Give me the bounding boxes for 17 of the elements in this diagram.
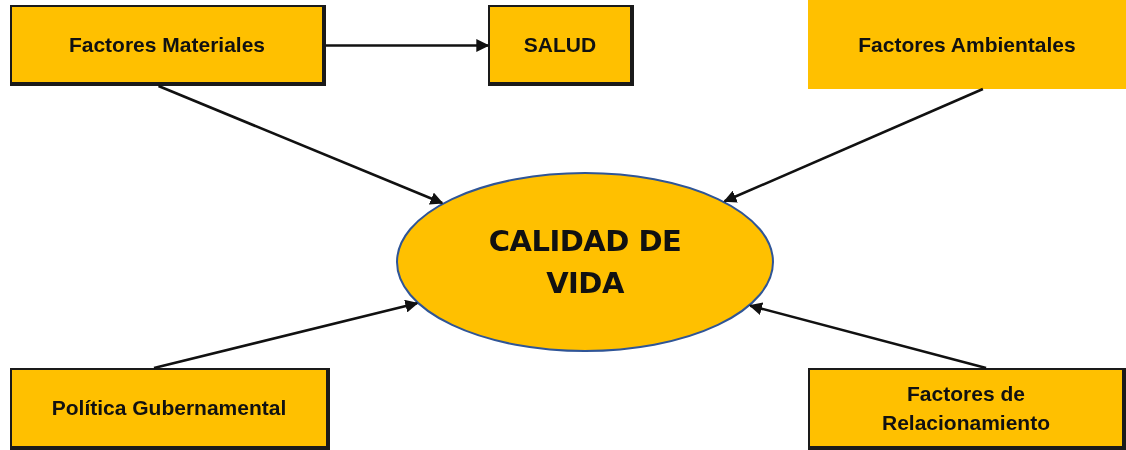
factor-box — [808, 368, 1126, 450]
arrow — [153, 299, 419, 370]
factor-box — [488, 5, 634, 86]
factor-box — [808, 0, 1126, 89]
central-ellipse — [396, 172, 774, 352]
node-label: CALIDAD DE VIDA — [487, 222, 683, 302]
node-label: Factores de Relacionamiento — [880, 380, 1051, 436]
factor-box — [10, 5, 326, 86]
node-label: Política Gubernamental — [51, 395, 287, 422]
arrow — [158, 84, 444, 205]
arrow — [723, 87, 984, 203]
node-label: SALUD — [523, 31, 597, 58]
factor-box — [10, 368, 330, 450]
node-label: Factores Materiales — [68, 31, 266, 58]
arrow — [326, 39, 490, 52]
arrow — [749, 302, 987, 370]
node-label: Factores Ambientales — [858, 31, 1076, 58]
